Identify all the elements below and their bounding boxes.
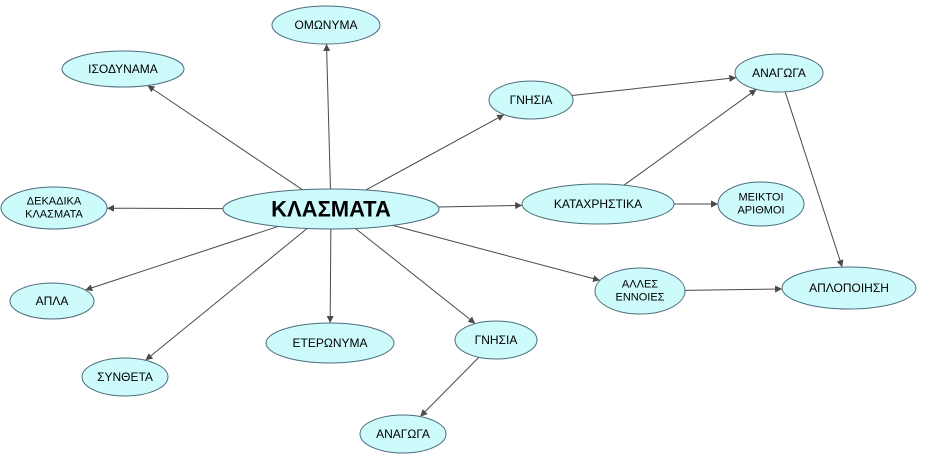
edge-katachristika-to-anagoga_top (623, 88, 757, 186)
node-label-anagoga_top: ΑΝΑΓΩΓΑ (752, 66, 806, 80)
node-shape-syntheta (81, 357, 169, 397)
nodes-layer: ΚΛΑΣΜΑΤΑΟΜΩΝΥΜΑΙΣΟΔΥΝΑΜΑΔΕΚΑΔΙΚΑΚΛΑΣΜΑΤΑ… (0, 5, 917, 454)
edge-klasmata-to-syntheta (145, 228, 308, 361)
node-label-aplopoiisi: ΑΠΛΟΠΟΙΗΣΗ (809, 281, 889, 295)
node-omonyma[interactable]: ΟΜΩΝΥΜΑ (271, 5, 381, 45)
node-katachristika[interactable]: ΚΑΤΑΧΡΗΣΤΙΚΑ (521, 183, 675, 225)
edge-alles_ennoies-to-aplopoiisi (684, 285, 783, 293)
node-label-isodynama: ΙΣΟΔΥΝΑΜΑ (88, 62, 158, 76)
node-isodynama[interactable]: ΙΣΟΔΥΝΑΜΑ (61, 50, 185, 88)
node-aplopoiisi[interactable]: ΑΠΛΟΠΟΙΗΣΗ (781, 266, 917, 310)
node-label-dekadika-line-2: ΚΛΑΣΜΑΤΑ (25, 208, 83, 220)
node-label-gnisia_bottom: ΓΝΗΣΙΑ (475, 333, 518, 347)
edge-klasmata-to-eteronyma (326, 228, 334, 324)
node-shape-eteronyma (265, 322, 395, 364)
node-label-meiktoi-line-1: ΜΕΙΚΤΟΙ (738, 192, 783, 204)
node-shape-alles_ennoies (594, 267, 686, 315)
node-shape-dekadika (0, 186, 108, 230)
edge-gnisia_bottom-to-anagoga_bottom (419, 356, 480, 417)
edge-klasmata-to-isodynama (147, 85, 303, 191)
node-shape-isodynama (61, 50, 185, 88)
edge-klasmata-to-omonyma (323, 43, 331, 190)
node-label-katachristika: ΚΑΤΑΧΡΗΣΤΙΚΑ (554, 197, 642, 211)
node-shape-aplopoiisi (781, 266, 917, 310)
node-shape-meiktoi (717, 181, 805, 227)
node-shape-anagoga_top (734, 53, 824, 93)
node-label-alles_ennoies-line-1: ΑΛΛΕΣ (622, 279, 658, 291)
edge-klasmata-to-alles_ennoies (392, 224, 601, 282)
node-shape-katachristika (521, 183, 675, 225)
edge-gnisia_top-to-anagoga_top (571, 74, 737, 97)
node-shape-anagoga_bottom (359, 414, 447, 454)
node-label-syntheta: ΣΥΝΘΕΤΑ (97, 370, 153, 384)
node-shape-omonyma (271, 5, 381, 45)
node-label-apla: ΑΠΛΑ (36, 294, 69, 308)
edge-klasmata-to-gnisia_top (365, 114, 505, 191)
edge-anagoga_top-to-aplopoiisi (784, 91, 844, 268)
edge-klasmata-to-katachristika (438, 202, 523, 210)
node-anagoga_top[interactable]: ΑΝΑΓΩΓΑ (734, 53, 824, 93)
node-shape-klasmata (222, 188, 440, 230)
node-shape-gnisia_top (488, 80, 574, 120)
edge-klasmata-to-apla (85, 225, 279, 292)
node-label-anagoga_bottom: ΑΝΑΓΩΓΑ (376, 427, 430, 441)
node-eteronyma[interactable]: ΕΤΕΡΩΝΥΜΑ (265, 322, 395, 364)
node-label-dekadika-line-1: ΔΕΚΑΔΙΚΑ (27, 196, 82, 208)
node-anagoga_bottom[interactable]: ΑΝΑΓΩΓΑ (359, 414, 447, 454)
edge-klasmata-to-gnisia_bottom (355, 228, 476, 324)
node-syntheta[interactable]: ΣΥΝΘΕΤΑ (81, 357, 169, 397)
node-gnisia_top[interactable]: ΓΝΗΣΙΑ (488, 80, 574, 120)
node-label-omonyma: ΟΜΩΝΥΜΑ (295, 18, 358, 32)
node-shape-apla (9, 282, 95, 320)
node-label-gnisia_top: ΓΝΗΣΙΑ (510, 93, 553, 107)
node-klasmata[interactable]: ΚΛΑΣΜΑΤΑ (222, 188, 440, 230)
node-label-alles_ennoies-line-2: ΕΝΝΟΙΕΣ (616, 291, 665, 303)
node-label-eteronyma: ΕΤΕΡΩΝΥΜΑ (293, 336, 368, 350)
edges-layer (85, 43, 844, 417)
node-label-klasmata: ΚΛΑΣΜΑΤΑ (271, 197, 391, 222)
node-gnisia_bottom[interactable]: ΓΝΗΣΙΑ (454, 320, 538, 360)
node-apla[interactable]: ΑΠΛΑ (9, 282, 95, 320)
node-label-meiktoi-line-2: ΑΡΙΘΜΟΙ (737, 204, 784, 216)
node-shape-gnisia_bottom (454, 320, 538, 360)
